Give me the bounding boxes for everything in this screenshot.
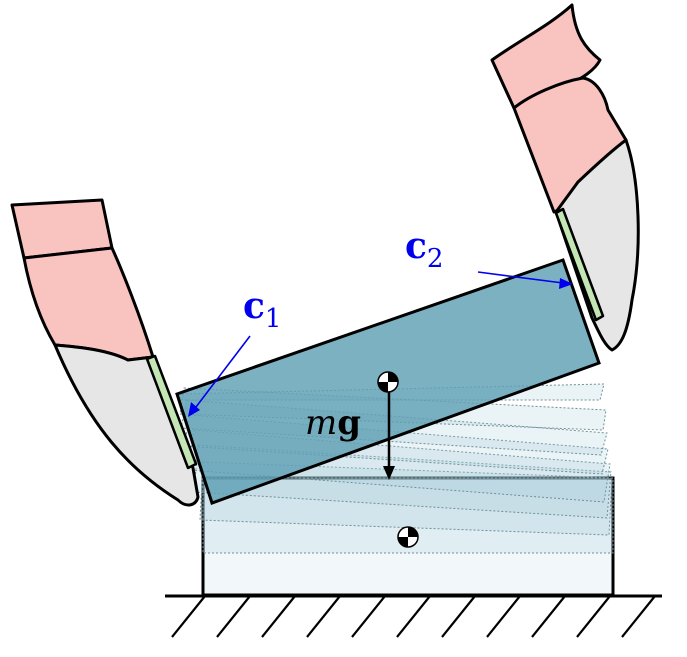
contact-1-symbol: c [243,285,265,327]
contact-2-symbol: c [405,225,427,267]
right-contact-pad [554,207,605,322]
center-of-mass-icon [377,371,399,393]
gripper-finger-right [490,3,640,352]
contact-1-annotation: c1 [188,285,281,417]
left-contact-pad [145,354,198,470]
contact-2-annotation: c2 [405,225,573,289]
gripper-finger-left [10,198,200,507]
ground-hatch [171,595,656,638]
contact-2-label: c2 [405,225,443,274]
contact-1-subscript: 1 [265,304,282,334]
center-of-mass-icon [397,526,419,548]
left-finger-skin [22,246,155,362]
gravity-arrow [383,392,395,480]
gravity-label: mg [305,403,361,443]
contact-1-label: c1 [243,285,281,334]
contact-2-subscript: 2 [427,244,444,274]
gravity-vector-symbol: g [337,403,361,443]
right-finger-body [554,138,640,352]
ground [165,594,662,638]
gravity-mass-symbol: m [305,403,337,443]
